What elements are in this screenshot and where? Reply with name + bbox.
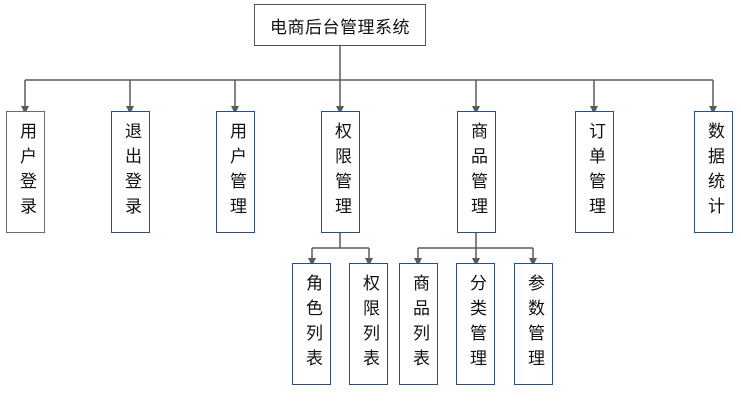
module-node-users: 用户管理 [216,111,255,233]
module-label-stats: 数据统计 [704,122,724,222]
sub-label-role-list: 角色列表 [302,274,322,374]
sub-label-right-list: 权限列表 [359,274,379,374]
module-node-orders: 订单管理 [575,111,614,233]
module-label-goods: 商品管理 [467,122,487,222]
sub-node-params-mgmt: 参数管理 [514,263,553,385]
module-label-orders: 订单管理 [585,122,605,222]
module-node-permissions: 权限管理 [321,111,360,233]
module-label-logout: 退出登录 [121,122,141,222]
sub-node-goods-list: 商品列表 [399,263,438,385]
root-node: 电商后台管理系统 [254,4,426,46]
sub-node-category-mgmt: 分类管理 [456,263,495,385]
root-node-label: 电商后台管理系统 [270,17,410,38]
sub-label-params-mgmt: 参数管理 [524,274,544,374]
module-node-logout: 退出登录 [111,111,150,233]
sub-label-category-mgmt: 分类管理 [466,274,486,374]
module-node-stats: 数据统计 [694,111,733,233]
module-node-login: 用户登录 [6,111,45,233]
module-label-login: 用户登录 [16,122,36,222]
sub-node-role-list: 角色列表 [292,263,331,385]
sub-node-right-list: 权限列表 [349,263,388,385]
module-node-goods: 商品管理 [457,111,496,233]
module-label-users: 用户管理 [226,122,246,222]
sub-label-goods-list: 商品列表 [409,274,429,374]
module-label-permissions: 权限管理 [331,122,351,222]
